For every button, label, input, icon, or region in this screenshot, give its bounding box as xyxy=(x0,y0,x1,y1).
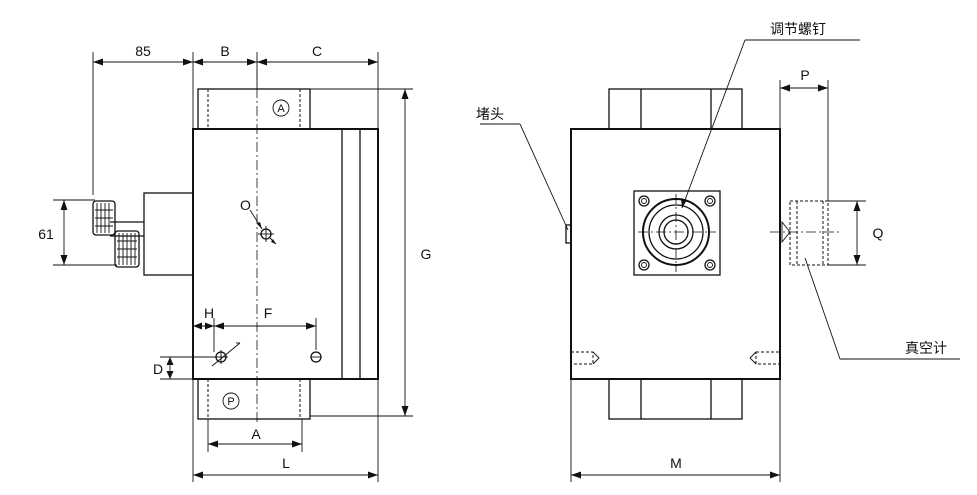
bottom-port-block xyxy=(197,378,311,420)
dim-a-label: A xyxy=(251,426,261,442)
port-a-letter: A xyxy=(277,103,285,115)
knob-housing xyxy=(143,192,194,276)
dim-p-label: P xyxy=(800,67,809,83)
callout-vacuum-gauge-label: 真空计 xyxy=(905,341,947,357)
dim-d-label: D xyxy=(153,361,163,377)
dim-g-label: G xyxy=(421,246,432,262)
dim-q-label: Q xyxy=(873,225,884,241)
knob-lower xyxy=(114,230,140,268)
dim-61-label: 61 xyxy=(38,226,54,242)
front-view xyxy=(565,88,840,420)
gauge-fitting-icon xyxy=(781,220,791,244)
dim-m-label: M xyxy=(670,455,682,471)
callout-adjust-screw-label: 调节螺钉 xyxy=(770,22,826,38)
dim-l-label: L xyxy=(282,455,290,471)
vacuum-gauge-body xyxy=(789,200,829,266)
side-view: A P O xyxy=(92,70,379,425)
adjust-screw-plate xyxy=(633,190,721,276)
plug-icon xyxy=(565,224,572,244)
front-bottom-block xyxy=(608,378,743,420)
port-a-marker xyxy=(272,99,290,117)
dim-o-label: O xyxy=(240,197,251,213)
front-view-dimensions: M P Q 堵头 调节螺钉 真空计 xyxy=(476,22,960,482)
side-view-dimensions: 85 B C 61 G H F xyxy=(38,43,431,482)
dim-c-label: C xyxy=(312,43,322,59)
dim-b-label: B xyxy=(220,43,229,59)
dim-h-label: H xyxy=(204,305,214,321)
side-body-outline xyxy=(192,128,379,380)
front-top-block xyxy=(608,88,743,130)
dim-85-label: 85 xyxy=(135,43,151,59)
knob-upper xyxy=(92,200,116,236)
callout-plug-label: 堵头 xyxy=(476,107,504,123)
port-p-letter: P xyxy=(227,396,234,408)
top-port-block xyxy=(197,88,311,130)
front-body-outline xyxy=(570,128,781,380)
port-p-marker xyxy=(222,392,240,410)
dim-f-label: F xyxy=(264,305,273,321)
